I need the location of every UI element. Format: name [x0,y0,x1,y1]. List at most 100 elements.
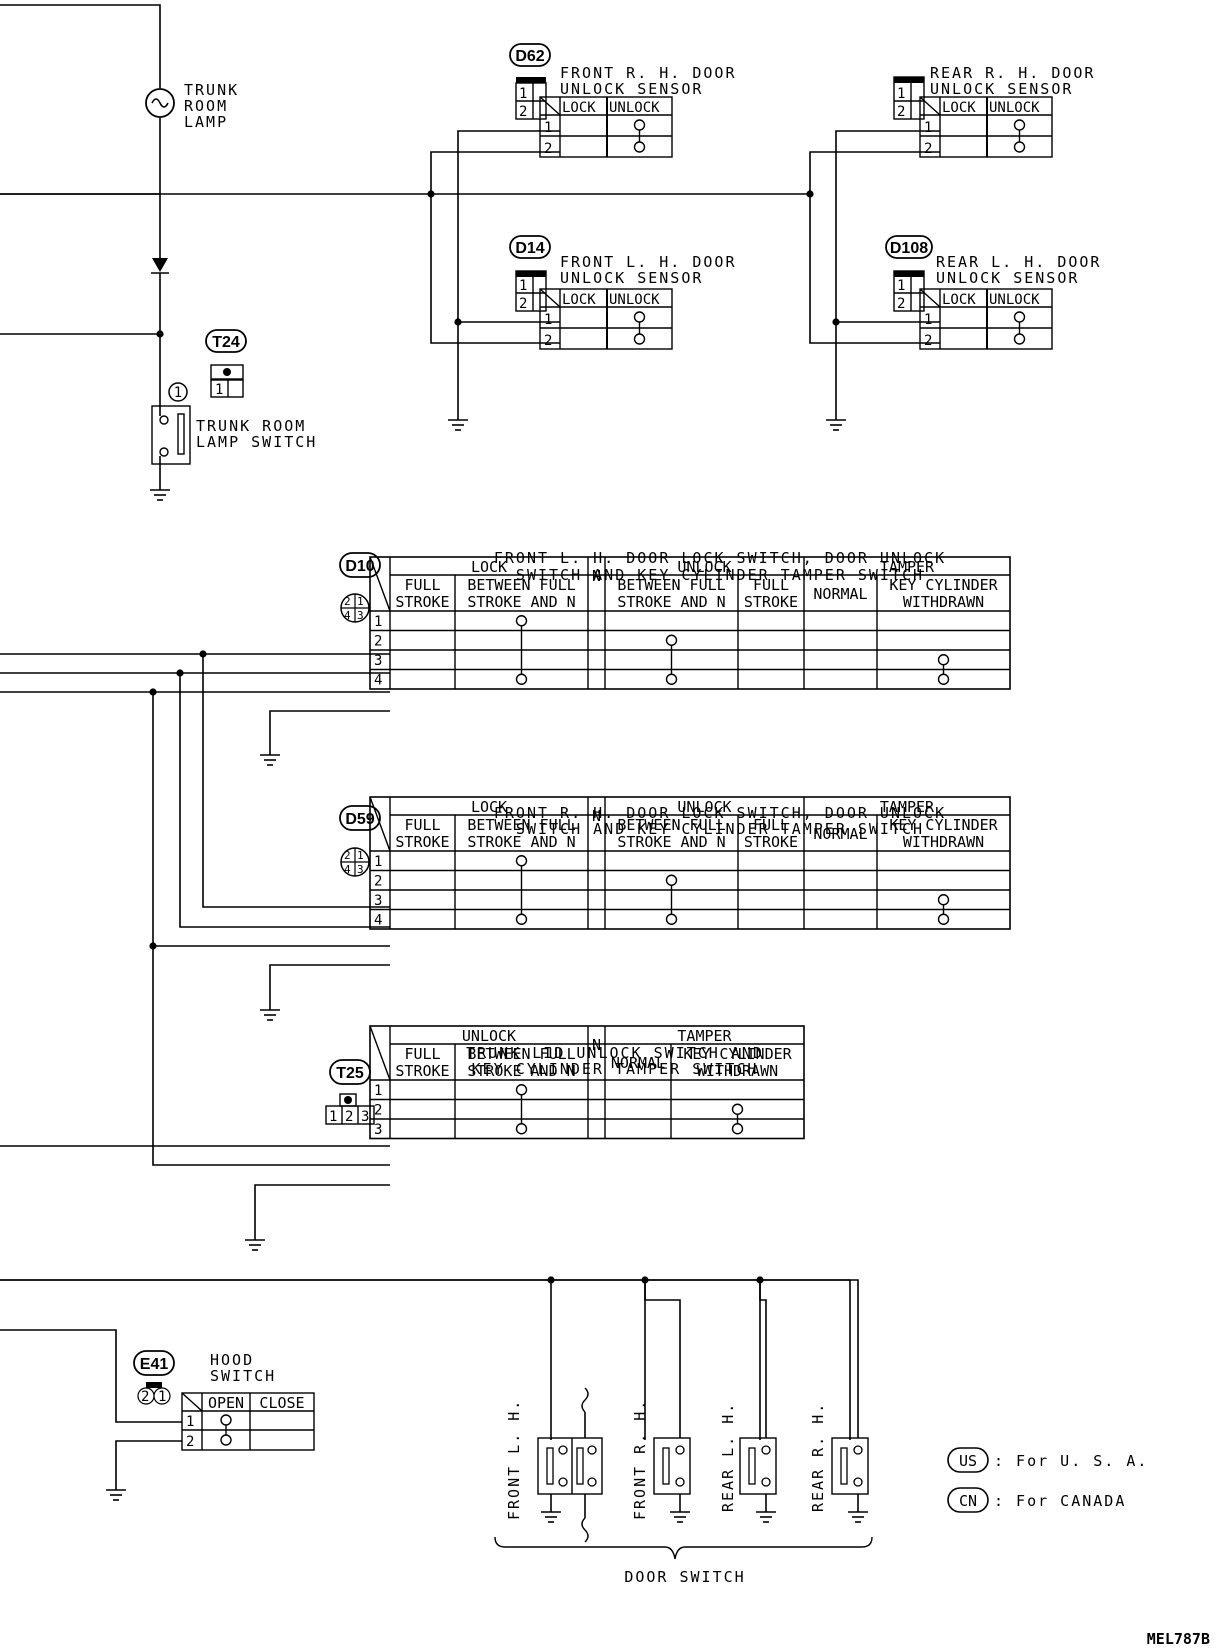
trunk-room-lamp-switch-label: TRUNK ROOM LAMP SWITCH [196,417,317,451]
contact-mark [515,855,528,867]
pin-number: 4 [374,673,382,689]
contact-mark [937,894,950,906]
svg-text:2: 2 [344,849,351,862]
door-switch-front-lh-label: FRONT L. H. [505,1399,523,1520]
col-normal: NORMAL [813,825,867,843]
col-between: STROKE AND N [617,593,725,611]
col-between: BETWEEN FULL [467,816,575,834]
ground-icon [756,1511,776,1523]
contact-mark [731,1123,744,1135]
pin-number: 2 [544,141,552,157]
col-full-stroke: STROKE [744,833,798,851]
svg-text:D62: D62 [515,48,544,65]
col-between: STROKE AND N [617,833,725,851]
contact-mark [633,141,646,153]
pin-number: 1 [924,120,932,136]
svg-text:3: 3 [357,609,364,622]
group-tamper: TAMPER [677,1027,732,1045]
pin-number: 1 [544,120,552,136]
col-close: CLOSE [259,1394,304,1412]
ground-icon [106,1489,126,1501]
pin-number: 2 [374,874,382,890]
contact-mark [937,673,950,685]
pin-number: 1 [374,854,382,870]
contact-mark [1013,311,1026,323]
ground-icon [541,1511,561,1523]
contact-mark [665,913,678,925]
col-unlock: UNLOCK [609,100,660,116]
contact-mark [1013,119,1026,131]
ground-icon [826,419,846,431]
svg-text:1: 1 [897,86,905,102]
pin-number: 3 [374,1122,382,1138]
unlock-sensor-table: LOCK UNLOCK 1 2 [539,96,673,158]
door-switches [0,1276,869,1543]
col-full-stroke: FULL [753,816,789,834]
svg-text:2: 2 [141,1389,149,1405]
pin-number: 2 [924,333,932,349]
col-lock: LOCK [942,100,976,116]
door-switch-front-rh-label: FRONT R. H. [631,1399,649,1520]
ground-icon [260,754,280,766]
door-lock-switch-wiring [0,650,390,1240]
door-switch-brace [494,1536,873,1560]
connector-t24: T24 1 [205,329,247,398]
col-full-stroke: FULL [753,576,789,594]
col-between: BETWEEN FULL [617,816,725,834]
pin-number: 1 [924,312,932,328]
col-between: BETWEEN FULL [467,576,575,594]
col-unlock: UNLOCK [989,100,1040,116]
ground-icon [848,1511,868,1523]
svg-text:1: 1 [357,595,364,608]
contact-mark [665,673,678,685]
ground-icon [260,1009,280,1021]
svg-text:2: 2 [344,595,351,608]
diode-icon [152,258,168,272]
pin-number: 3 [374,653,382,669]
contact-mark [633,311,646,323]
col-n: N [592,1036,601,1054]
svg-text:: For CANADA: : For CANADA [994,1492,1126,1510]
pin-number: 4 [374,913,382,929]
col-normal: NORMAL [813,585,867,603]
col-key-cylinder: KEY CYLINDER [889,576,998,594]
svg-text:E41: E41 [140,1356,169,1373]
svg-text:2: 2 [519,296,527,312]
contact-mark [515,1084,528,1096]
contact-mark [937,654,950,666]
door-switch-caption: DOOR SWITCH [624,1568,745,1586]
col-between: BETWEEN FULL [617,576,725,594]
group-lock: LOCK [471,558,507,576]
pin-number: 2 [374,1103,382,1119]
col-n: N [592,567,601,585]
group-unlock: UNLOCK [677,558,731,576]
svg-text:1: 1 [897,278,905,294]
ground-icon [150,489,170,501]
col-lock: LOCK [562,100,596,116]
col-unlock: UNLOCK [989,292,1040,308]
col-key-cylinder: KEY CYLINDER [683,1045,792,1063]
svg-text:FRONT R. H. DOOR LOCK SWITCH,: FRONT R. H. DOOR LOCK SWITCH, DOOR UNLOC… [494,804,946,838]
svg-text:: For U. S. A.: : For U. S. A. [994,1452,1148,1470]
pin-number: 1 [374,1083,382,1099]
ground-icon [670,1511,690,1523]
ground-icon [448,419,468,431]
svg-text:D59: D59 [345,811,374,828]
contact-mark [515,913,528,925]
figure-reference: MEL787B [1147,1630,1210,1648]
col-between: STROKE AND N [467,833,575,851]
contact-mark [220,1434,232,1446]
svg-text:2: 2 [897,104,905,120]
svg-text:4: 4 [344,609,351,622]
col-key-cylinder: WITHDRAWN [903,593,984,611]
